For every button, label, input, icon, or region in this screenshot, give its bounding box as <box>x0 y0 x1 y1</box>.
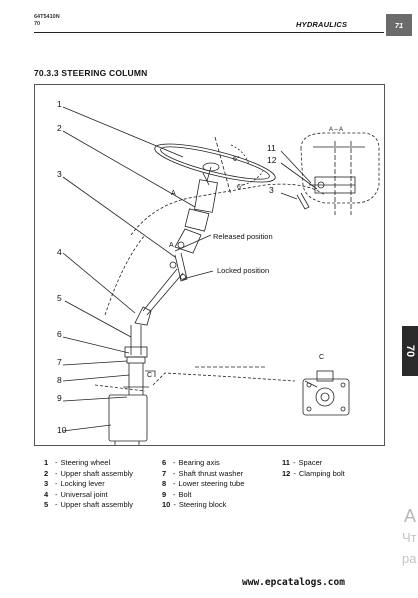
legend-number: 5 <box>44 500 49 509</box>
legend-number: 3 <box>44 479 49 488</box>
legend-text: Clamping bolt <box>298 468 345 478</box>
callout-1: 1 <box>57 99 62 109</box>
page-title: 70.3.3 STEERING COLUMN <box>34 68 148 78</box>
callout-7: 7 <box>57 357 62 367</box>
header-model-sub: 70 <box>34 21 41 27</box>
legend-text: Spacer <box>298 458 323 467</box>
section-tab-label: 70 <box>404 344 416 358</box>
legend-number: 4 <box>44 489 49 499</box>
legend-item: 6-Bearing axis <box>162 458 220 467</box>
legend-column-1: 1-Steering wheel 2-Upper shaft assembly … <box>44 458 133 511</box>
label-a-top: A <box>171 190 176 197</box>
legend-item: 7-Shaft thrust washer <box>162 468 244 478</box>
header-page-number: 71 <box>386 14 412 36</box>
legend-number: 11 <box>282 458 290 467</box>
legend-text: Universal joint <box>60 489 108 499</box>
legend-text: Steering wheel <box>60 458 111 467</box>
callout-8: 8 <box>57 375 62 385</box>
legend-number: 9 <box>162 489 167 499</box>
steering-column-figure: 1 2 3 4 5 6 7 8 9 10 11 12 3 A – A A A C… <box>34 84 385 446</box>
callout-3: 3 <box>57 169 62 179</box>
legend-text: Upper shaft assembly <box>60 500 134 509</box>
legend-text: Locking lever <box>60 479 105 488</box>
angle-label-b: 6° <box>237 183 244 191</box>
steering-column-drawing: 1 2 3 4 5 6 7 8 9 10 11 12 3 A – A A A C… <box>57 99 380 445</box>
legend-text: Shaft thrust washer <box>178 468 244 478</box>
locked-position-label: Locked position <box>217 266 269 275</box>
header-rule <box>34 32 384 33</box>
legend-text: Bolt <box>178 489 192 499</box>
callout-4: 4 <box>57 247 62 257</box>
legend-item: 2-Upper shaft assembly <box>44 468 134 478</box>
callout-10: 10 <box>57 425 67 435</box>
header-model: 64T5410N 70 <box>34 14 60 28</box>
label-c-view: C <box>319 354 324 361</box>
legend-number: 1 <box>44 458 49 467</box>
legend-number: 8 <box>162 479 167 488</box>
callout-12: 12 <box>267 155 277 165</box>
legend-item: 8-Lower steering tube <box>162 479 245 488</box>
callout-2: 2 <box>57 123 62 133</box>
callout-11: 11 <box>267 143 276 153</box>
legend-number: 12 <box>282 468 291 478</box>
legend-number: 6 <box>162 458 167 467</box>
legend-item: 10-Steering block <box>162 500 227 509</box>
legend-text: Lower steering tube <box>178 479 245 488</box>
legend-item: 4-Universal joint <box>44 489 108 499</box>
angle-label-a: 6° <box>233 155 240 163</box>
callout-6: 6 <box>57 329 62 339</box>
legend-text: Upper shaft assembly <box>60 468 134 478</box>
legend-item: 1-Steering wheel <box>44 458 111 467</box>
legend-item: 11-Spacer <box>282 458 323 467</box>
released-position-label: Released position <box>213 232 273 241</box>
legend-number: 7 <box>162 468 167 478</box>
label-c-arrow: C <box>147 372 152 379</box>
legend-item: 5-Upper shaft assembly <box>44 500 134 509</box>
section-tab: 70 <box>402 326 418 376</box>
watermark-line-1: A <box>404 506 417 526</box>
watermark-line-2: Чт <box>402 530 417 545</box>
legend-item: 9-Bolt <box>162 489 192 499</box>
legend-number: 2 <box>44 468 49 478</box>
callout-9: 9 <box>57 393 62 403</box>
header-model-code: 64T5410N <box>34 14 60 20</box>
callout-5: 5 <box>57 293 62 303</box>
site-link[interactable]: www.epcatalogs.com <box>242 577 345 588</box>
section-label: A – A <box>329 127 343 133</box>
watermark-line-3: ра <box>402 551 417 566</box>
legend-text: Steering block <box>178 500 227 509</box>
header-section-title: HYDRAULICS <box>296 20 348 29</box>
legend-column-2: 6-Bearing axis 7-Shaft thrust washer 8-L… <box>162 458 244 511</box>
legend-item: 12-Clamping bolt <box>282 468 345 478</box>
legend-number: 10 <box>162 500 171 509</box>
legend-text: Bearing axis <box>178 458 220 467</box>
callout-3-detail: 3 <box>269 185 274 195</box>
legend-item: 3-Locking lever <box>44 479 105 488</box>
label-a-bottom: A <box>169 242 174 249</box>
legend-column-3: 11-Spacer 12-Clamping bolt <box>282 458 345 479</box>
